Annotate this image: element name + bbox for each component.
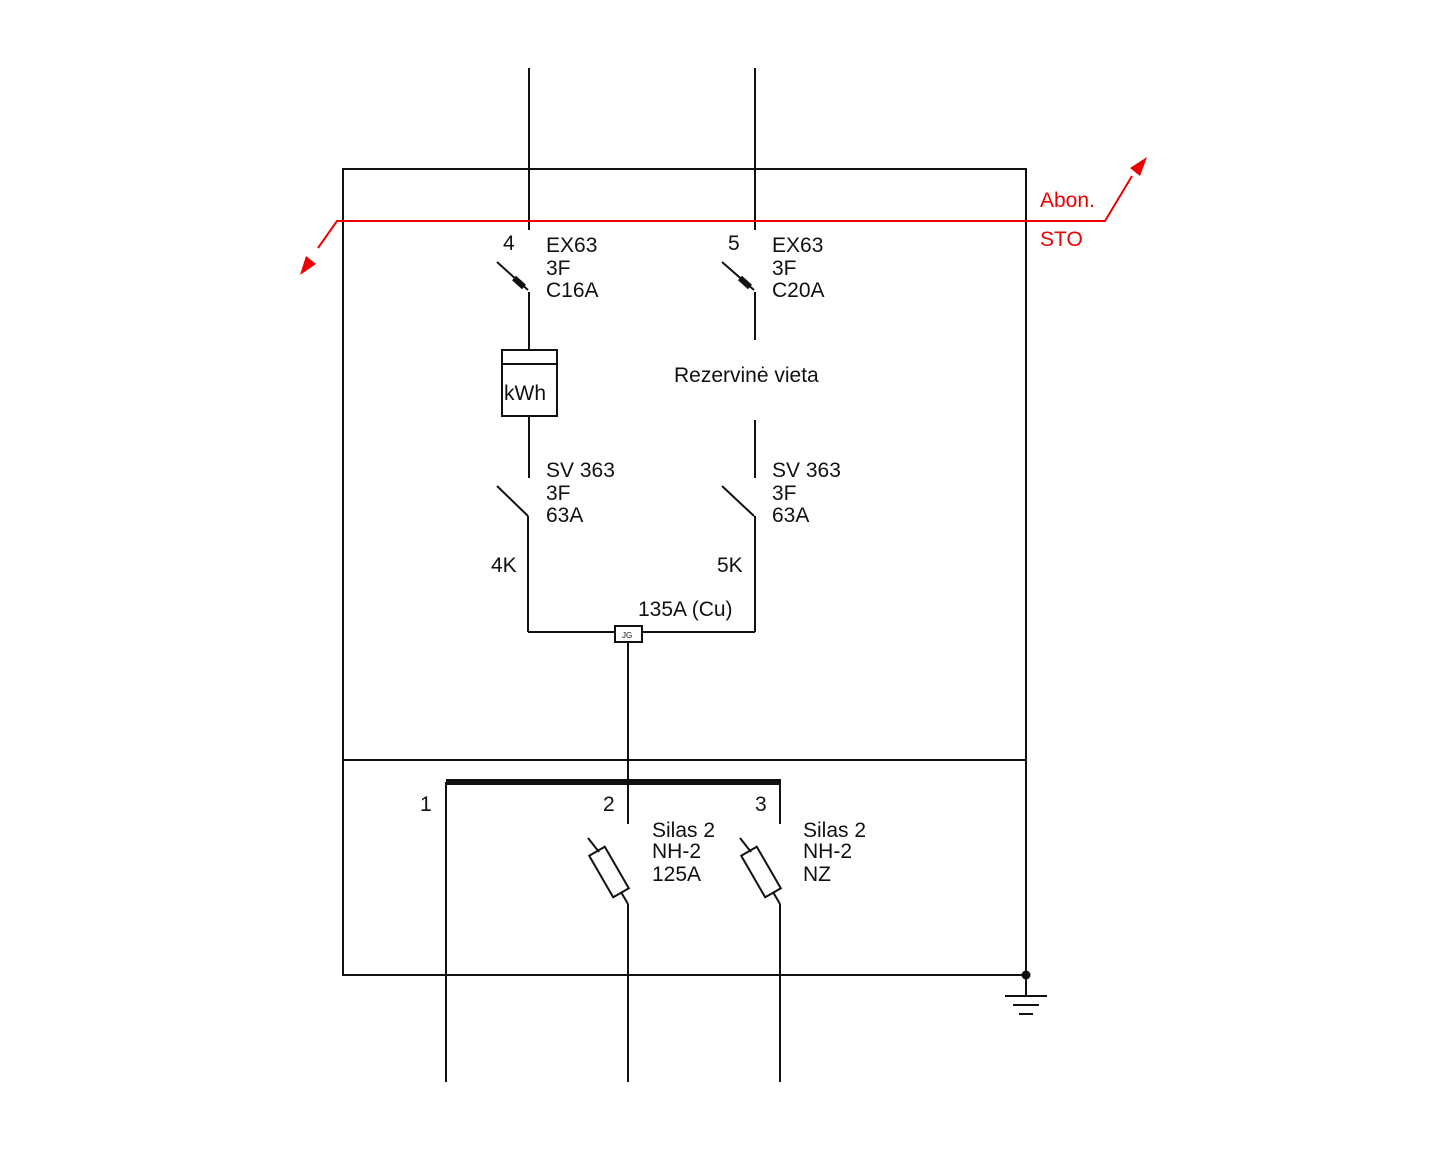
boundary-label-upper: Abon. (1040, 189, 1095, 212)
circuit-4-rating: C16A (546, 279, 599, 302)
switch-4-device: SV 363 (546, 459, 615, 482)
ground-connection (1005, 970, 1047, 1015)
terminal-1-label: 1 (420, 793, 432, 816)
breaker-4-trip-mark (511, 275, 527, 290)
junction-connector-label: JG (622, 631, 632, 640)
ownership-boundary: Abon. STO (300, 157, 1147, 275)
switch-4-contact (496, 485, 529, 517)
switch-4-poles: 3F (546, 482, 571, 505)
circuit-4-poles: 3F (546, 257, 571, 280)
switch-5-device: SV 363 (772, 459, 841, 482)
fuse-2-device: Silas 2 (652, 819, 715, 842)
switch-5-tag: 5K (717, 554, 743, 577)
breaker-5-trip-mark (737, 275, 753, 290)
circuit-4: 4 EX63 3F C16A kWh SV 363 3F 63A 4K (491, 232, 615, 632)
terminal-2-label: 2 (603, 793, 615, 816)
circuit-5: 5 EX63 3F C20A Rezervinė vieta SV 363 3F… (674, 232, 841, 632)
distribution-section: 1 2 3 Silas 2 NH-2 125A Silas 2 NH-2 NZ (420, 779, 866, 1082)
fuse-3-rating: NZ (803, 863, 831, 886)
reserve-space-label: Rezervinė vieta (674, 364, 819, 387)
circuit-5-device: EX63 (772, 234, 823, 257)
fuse-2-type: NH-2 (652, 840, 701, 863)
ground-icon (1005, 995, 1047, 1015)
terminal-3-label: 3 (755, 793, 767, 816)
boundary-arrow-left (300, 256, 316, 275)
junction-rating-label: 135A (Cu) (638, 598, 733, 621)
fuse-3-body (739, 845, 783, 899)
kwh-meter-label: kWh (504, 382, 546, 405)
circuit-5-rating: C20A (772, 279, 825, 302)
fuse-3-top-lead (739, 837, 752, 853)
fuse-2-bottom-lead (620, 891, 629, 905)
circuit-5-number: 5 (728, 232, 740, 255)
switch-5-rating: 63A (772, 504, 809, 527)
circuit-4-device: EX63 (546, 234, 597, 257)
fuse-2-body (587, 845, 631, 899)
boundary-arrow-right (1130, 157, 1147, 176)
circuit-5-poles: 3F (772, 257, 797, 280)
switch-5-contact (721, 485, 755, 517)
switch-4-rating: 63A (546, 504, 583, 527)
fuse-2-rating: 125A (652, 863, 701, 886)
fuse-3-type: NH-2 (803, 840, 852, 863)
cabinet-enclosure (342, 168, 1027, 976)
fuse-3-bottom-lead (772, 891, 781, 905)
circuit-4-number: 4 (503, 232, 515, 255)
fuse-2-top-lead (587, 837, 600, 853)
boundary-label-lower: STO (1040, 228, 1083, 251)
switch-4-tag: 4K (491, 554, 517, 577)
switch-5-poles: 3F (772, 482, 797, 505)
fuse-3-device: Silas 2 (803, 819, 866, 842)
junction-link: JG 135A (Cu) (528, 598, 755, 782)
